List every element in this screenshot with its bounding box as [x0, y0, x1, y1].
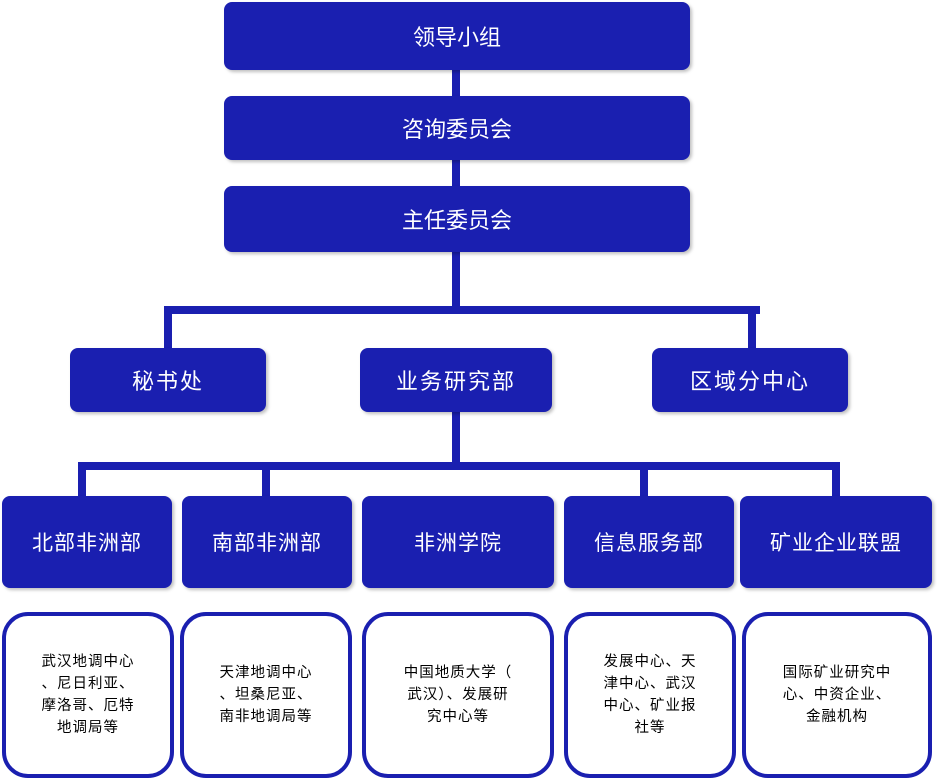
mining-alliance-box: 矿业企业联盟 [740, 496, 932, 588]
advisory-committee-label: 咨询委员会 [401, 118, 512, 143]
south-africa-box: 南部非洲部 [182, 496, 352, 588]
africa-institute-label: 非洲学院 [414, 531, 502, 555]
regional-centers-label: 区域分中心 [689, 370, 810, 395]
south-africa-members: 天津地调中心 、坦桑尼亚、 南非地调局等 [180, 612, 352, 778]
north-africa-box: 北部非洲部 [2, 496, 172, 588]
business-research-label: 业务研究部 [395, 370, 516, 395]
information-service-members-text: 发展中心、天 津中心、武汉 中心、矿业报 社等 [603, 654, 697, 736]
information-service-members: 发展中心、天 津中心、武汉 中心、矿业报 社等 [564, 612, 736, 778]
secretariat-box: 秘书处 [70, 348, 266, 412]
leadership-group-label: 领导小组 [412, 26, 501, 51]
mining-alliance-members-text: 国际矿业研究中 心、中资企业、 金融机构 [782, 665, 892, 725]
advisory-committee-box: 咨询委员会 [224, 96, 690, 160]
mining-alliance-members: 国际矿业研究中 心、中资企业、 金融机构 [742, 612, 932, 778]
south-africa-members-text: 天津地调中心 、坦桑尼亚、 南非地调局等 [219, 665, 313, 725]
director-committee-label: 主任委员会 [401, 209, 512, 234]
director-committee-box: 主任委员会 [224, 186, 690, 252]
mining-alliance-label: 矿业企业联盟 [770, 531, 902, 555]
north-africa-members: 武汉地调中心 、尼日利亚、 摩洛哥、厄特 地调局等 [2, 612, 174, 778]
africa-institute-members: 中国地质大学（ 武汉）、发展研 究中心等 [362, 612, 554, 778]
south-africa-label: 南部非洲部 [212, 531, 322, 555]
business-research-box: 业务研究部 [360, 348, 552, 412]
north-africa-label: 北部非洲部 [32, 531, 142, 555]
africa-institute-members-text: 中国地质大学（ 武汉）、发展研 究中心等 [403, 665, 513, 725]
regional-centers-box: 区域分中心 [652, 348, 848, 412]
information-service-box: 信息服务部 [564, 496, 734, 588]
leadership-group-box: 领导小组 [224, 2, 690, 70]
secretariat-label: 秘书处 [131, 370, 204, 395]
north-africa-members-text: 武汉地调中心 、尼日利亚、 摩洛哥、厄特 地调局等 [41, 654, 135, 736]
information-service-label: 信息服务部 [594, 531, 704, 555]
africa-institute-box: 非洲学院 [362, 496, 554, 588]
